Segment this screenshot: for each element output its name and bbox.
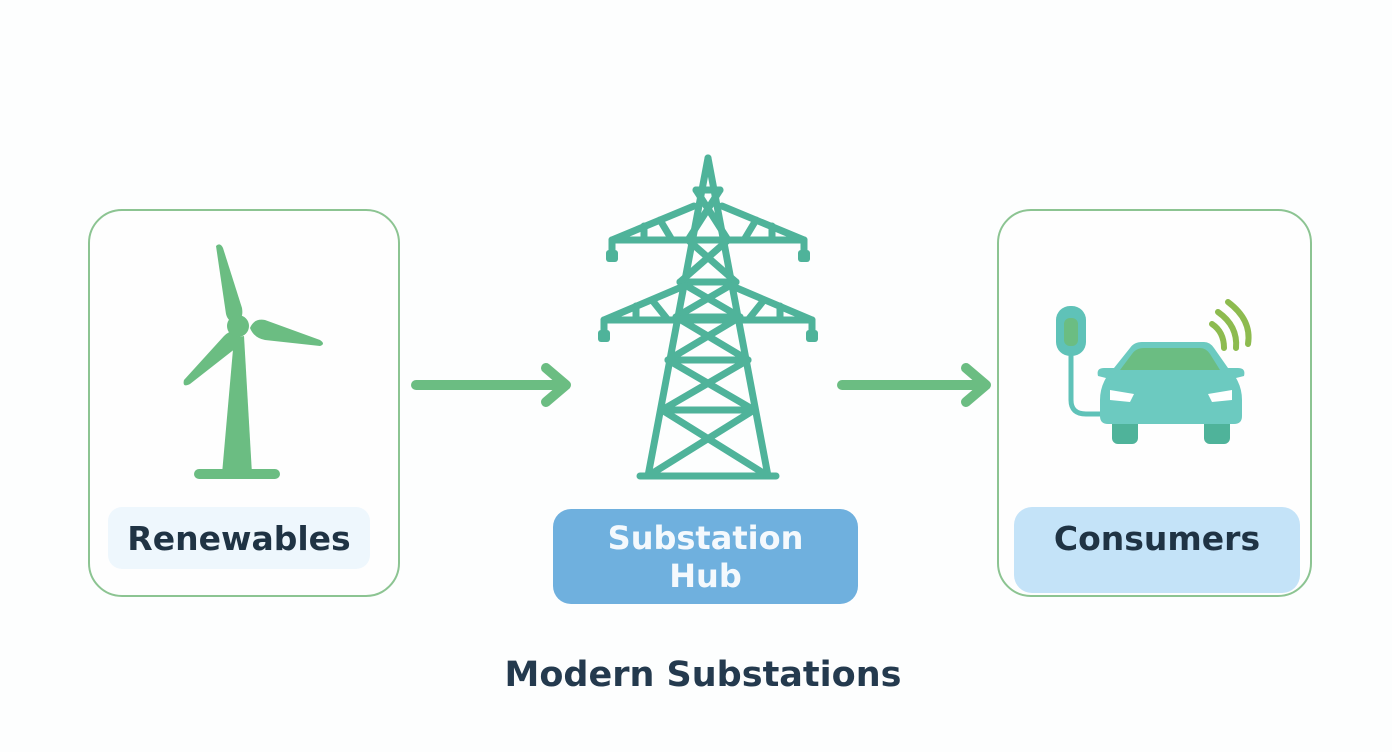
substation-hub-label-line2: Hub: [669, 556, 742, 595]
arrow-right-icon: [411, 363, 571, 407]
consumers-label-text: Consumers: [1053, 518, 1261, 558]
wind-turbine-icon: [183, 244, 323, 479]
electric-car-charging-icon: [1056, 299, 1252, 444]
substation-hub-label: Substation Hub: [553, 509, 858, 604]
consumers-label: Consumers: [1014, 507, 1300, 593]
substation-hub-label-line1: Substation: [607, 518, 804, 557]
transmission-tower-icon: [598, 154, 818, 480]
renewables-label: Renewables: [108, 507, 370, 569]
diagram-title: Modern Substations: [504, 655, 902, 695]
arrow-right-icon: [837, 363, 991, 407]
